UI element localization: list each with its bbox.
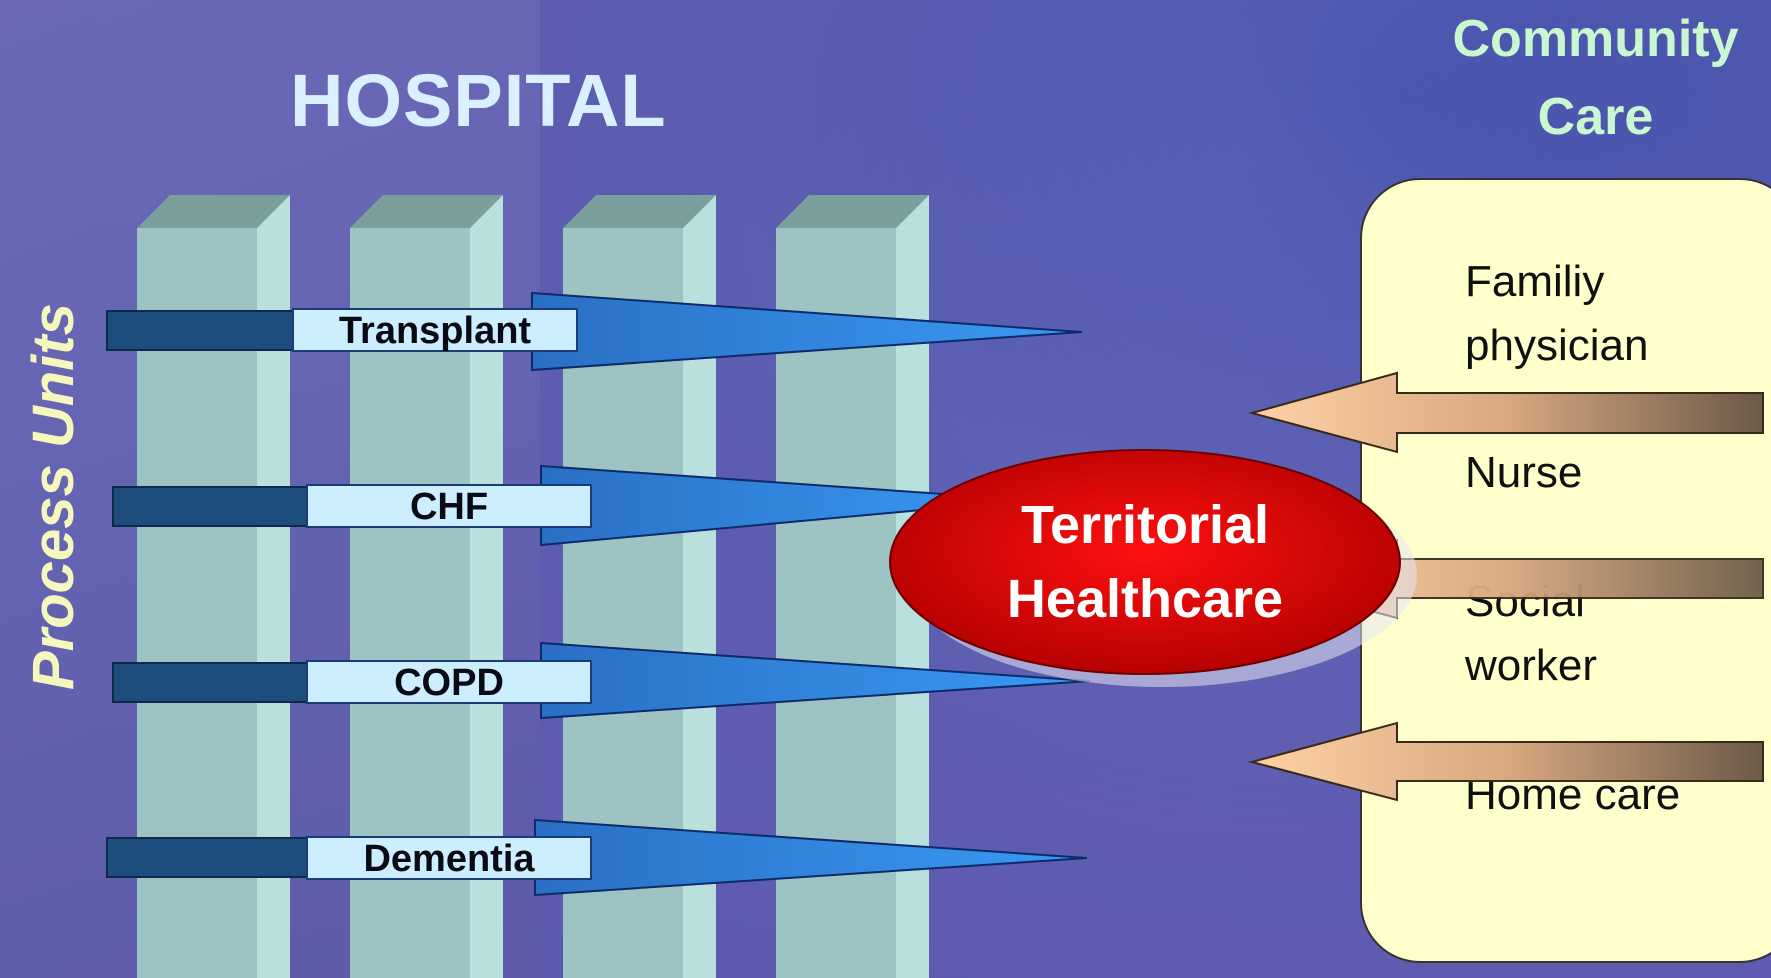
territorial-healthcare-label: Territorial Healthcare — [995, 488, 1295, 636]
role-social-worker-line2: worker — [1465, 641, 1598, 690]
process-units-label: Process Units — [21, 303, 86, 690]
hospital-title: HOSPITAL — [290, 59, 667, 142]
territorial-line2: Healthcare — [1006, 569, 1284, 629]
unit-label-dementia: Dementia — [306, 836, 592, 880]
territorial-line1: Territorial — [1020, 495, 1270, 555]
community-title-line1: Community — [1452, 10, 1739, 68]
arrow-social-worker-overlay — [1248, 721, 1764, 802]
role-nurse-line1: Nurse — [1465, 448, 1583, 497]
unit-label-transplant: Transplant — [292, 308, 578, 352]
territorial-healthcare-ellipse — [889, 449, 1401, 675]
unit-label-chf: CHF — [306, 484, 592, 528]
arrow-family-physician-overlay — [1248, 371, 1764, 454]
process-bar-dementia — [106, 837, 308, 878]
role-family-physician-line1: Familiy — [1465, 257, 1605, 306]
role-nurse: Nurse — [1465, 441, 1582, 505]
role-family-physician: Familiy physician — [1465, 250, 1648, 378]
community-title-line2: Care — [1537, 88, 1654, 146]
unit-label-copd: COPD — [306, 660, 592, 704]
community-care-title: Community Care — [1420, 0, 1771, 156]
role-family-physician-line2: physician — [1465, 321, 1649, 370]
process-bar-copd — [112, 662, 314, 703]
